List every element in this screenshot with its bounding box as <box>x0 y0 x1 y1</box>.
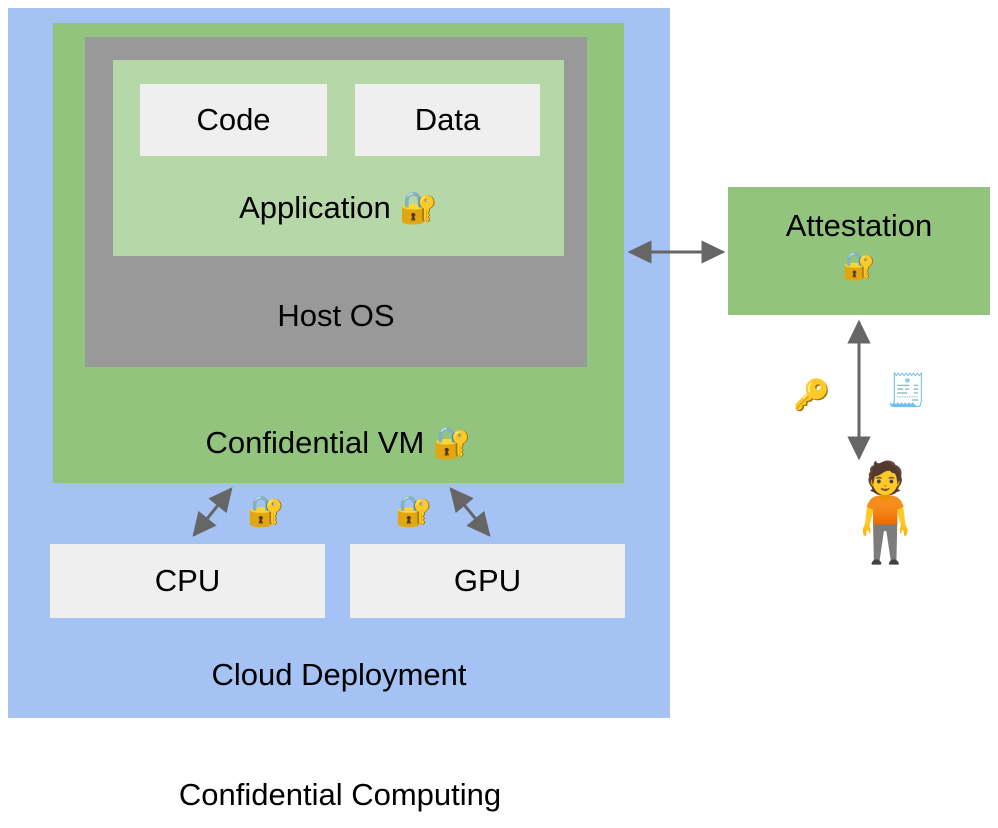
code-box: Code <box>140 84 327 156</box>
lock-icon: 🔐 <box>247 494 285 529</box>
code-label: Code <box>196 102 271 137</box>
lock-icon: 🔐 <box>395 494 433 529</box>
diagram-caption: Confidential Computing <box>178 777 502 812</box>
key-icon: 🔑 <box>793 378 831 413</box>
gpu-box: GPU <box>350 544 625 618</box>
receipt-icon: 🧾 <box>887 371 927 409</box>
attestation-box: Attestation 🔐 <box>728 187 990 315</box>
gpu-label: GPU <box>453 563 522 598</box>
lock-icon: 🔐 <box>842 251 876 281</box>
host-os-label: Host OS <box>277 298 395 333</box>
person-icon: 🧍 <box>826 458 945 568</box>
data-label: Data <box>414 102 481 137</box>
attestation-label: Attestation <box>785 208 933 243</box>
data-box: Data <box>355 84 540 156</box>
cpu-box: CPU <box>50 544 325 618</box>
cpu-label: CPU <box>154 563 221 598</box>
confidential-vm-label: Confidential VM 🔐 <box>205 425 472 460</box>
cloud-deployment-label: Cloud Deployment <box>211 657 467 692</box>
application-label: Application 🔐 <box>239 190 438 225</box>
